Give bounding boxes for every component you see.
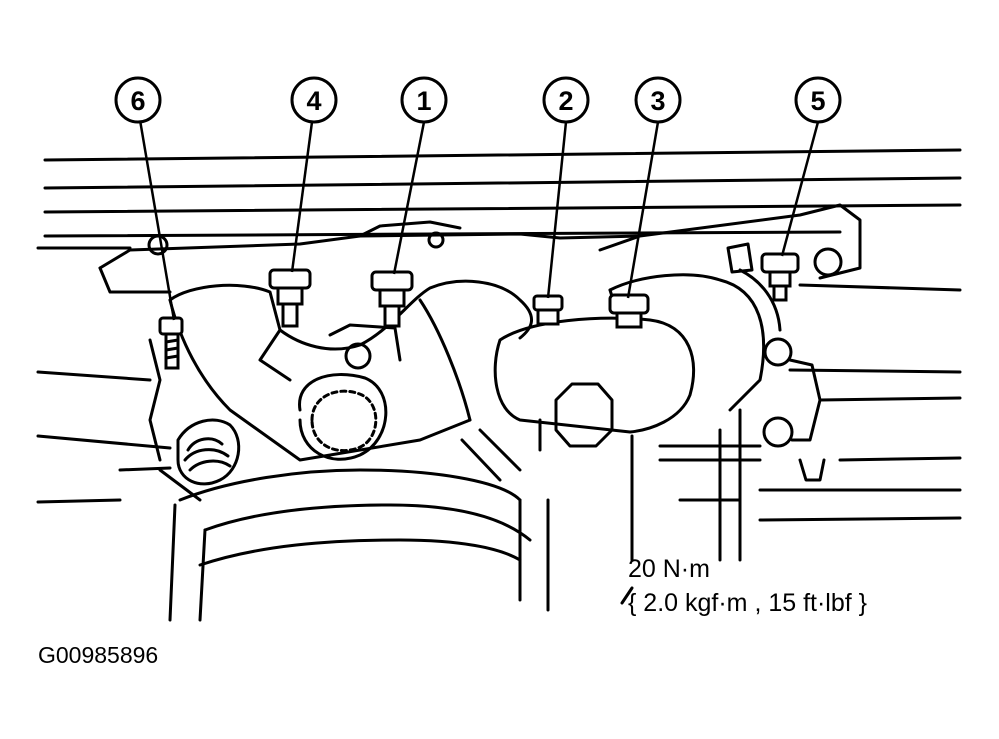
manifold-left-section — [168, 279, 533, 462]
callout-1: 1 — [400, 76, 448, 124]
callout-4-label: 4 — [306, 86, 321, 116]
torque-secondary: { 2.0 kgf·m , 15 ft·lbf } — [628, 589, 868, 617]
callout-6-label: 6 — [130, 86, 145, 116]
bolt-1 — [370, 270, 414, 328]
leader-4 — [290, 121, 314, 273]
lower-pipe-assembly — [168, 428, 550, 622]
callout-3-label: 3 — [650, 86, 665, 116]
bolt-4 — [268, 268, 312, 328]
callout-6: 6 — [114, 76, 162, 124]
leader-6 — [138, 119, 176, 321]
callout-circles: 6 4 1 2 3 5 — [114, 76, 842, 124]
callout-2-label: 2 — [558, 86, 573, 116]
bolt-3 — [608, 293, 650, 329]
head-flange — [98, 203, 862, 294]
callout-2: 2 — [542, 76, 590, 124]
leader-2 — [546, 121, 568, 299]
bolts — [158, 252, 800, 370]
leader-3 — [626, 121, 660, 299]
left-side-components — [36, 338, 241, 504]
torque-leader — [620, 586, 634, 605]
callout-4: 4 — [290, 76, 338, 124]
torque-primary: 20 N·m — [628, 555, 710, 583]
right-side-components — [630, 283, 962, 562]
callout-3: 3 — [634, 76, 682, 124]
bolt-2 — [532, 294, 564, 326]
callout-leaders — [138, 119, 820, 321]
callout-5: 5 — [794, 76, 842, 124]
callout-1-label: 1 — [416, 86, 431, 116]
callout-5-label: 5 — [810, 86, 825, 116]
figure-id: G00985896 — [38, 642, 159, 668]
cylinder-head-lines — [36, 148, 962, 250]
leader-5 — [780, 121, 820, 257]
torque-spec: 20 N·m { 2.0 kgf·m , 15 ft·lbf } — [628, 552, 867, 620]
bolt-6 — [158, 316, 184, 370]
leader-1 — [392, 121, 426, 275]
bolt-5 — [760, 252, 800, 302]
